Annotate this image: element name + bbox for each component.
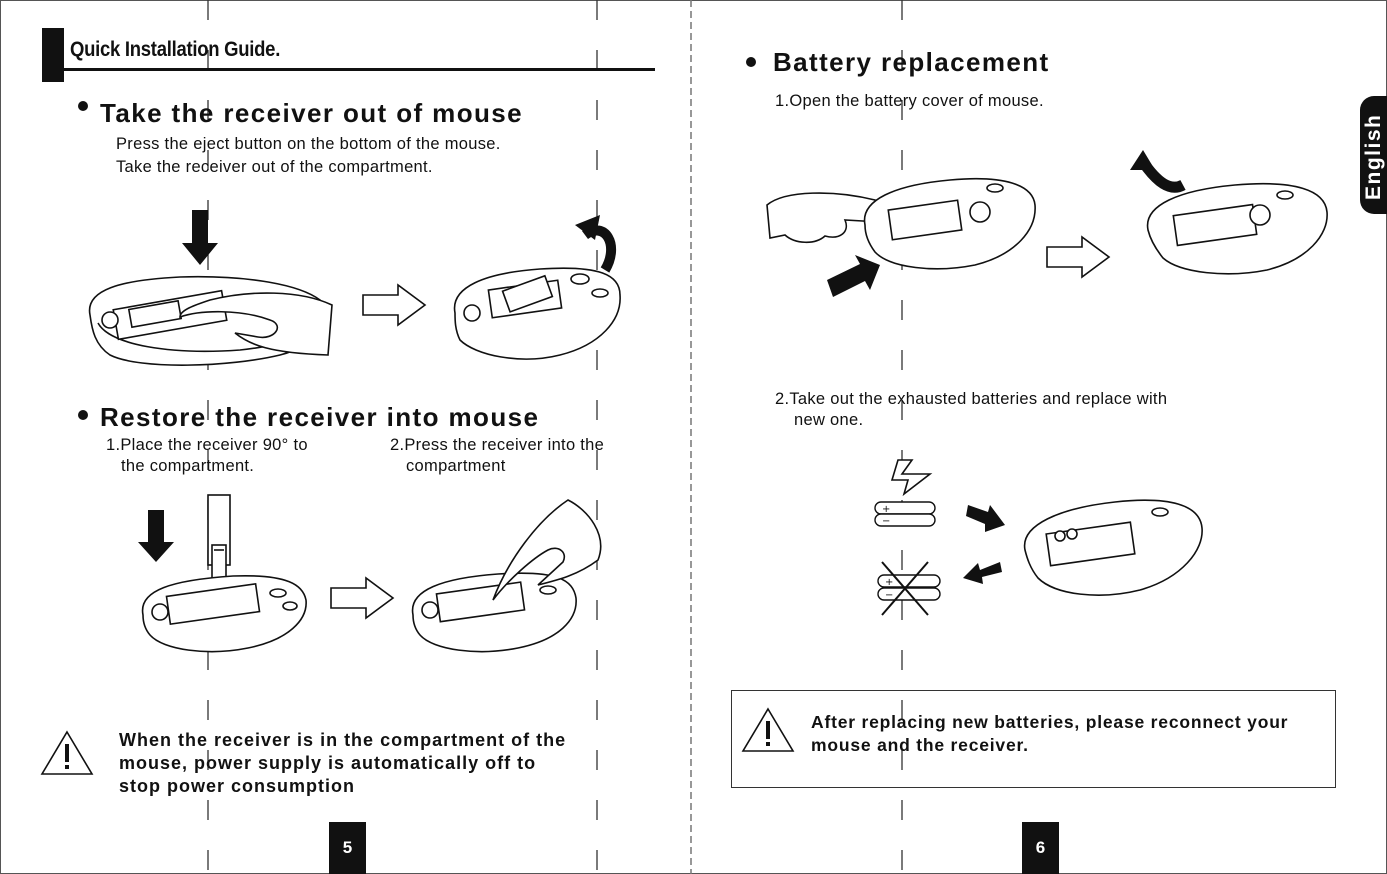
lightning-icon: [890, 459, 933, 497]
restore-step1-line2: the compartment.: [121, 457, 255, 475]
battery-icon: + −: [877, 574, 941, 601]
arrow-diagonal-icon: [827, 255, 880, 297]
caution-line1: After replacing new batteries, please re…: [811, 712, 1289, 732]
arrow-diagonal-icon: [963, 562, 1002, 584]
header-block: [42, 28, 64, 82]
section-heading-take-out: Take the receiver out of mouse: [100, 98, 523, 128]
arrow-right-outline-icon: [362, 283, 427, 327]
curved-arrow-icon: [1130, 150, 1186, 193]
caution-box: [731, 690, 1336, 788]
mouse-illustration: [141, 574, 307, 653]
battery-step2-line1: 2.Take out the exhausted batteries and r…: [775, 390, 1168, 408]
take-out-line1: Press the eject button on the bottom of …: [116, 135, 501, 153]
open-battery-cover-illustration: [766, 150, 1328, 297]
header-rule: [64, 68, 655, 71]
arrow-diagonal-icon: [966, 505, 1005, 532]
arrow-down-icon: [182, 210, 218, 265]
battery-step2-line2: new one.: [794, 411, 864, 429]
warning-line3: stop power consumption: [119, 776, 355, 796]
curved-arrow-icon: [575, 215, 617, 273]
svg-text:+: +: [885, 577, 893, 588]
hand-illustration: [492, 499, 602, 601]
bullet-icon: [78, 101, 88, 111]
mouse-illustration: [411, 572, 577, 653]
restore-step2-line1: 2.Press the receiver into the: [390, 436, 605, 454]
receiver-illustration: [207, 494, 231, 581]
language-tab-label: English: [1362, 113, 1385, 200]
arrow-down-icon: [138, 510, 174, 562]
arrow-right-outline-icon: [330, 576, 395, 620]
restore-step1-line1: 1.Place the receiver 90° to: [106, 436, 308, 454]
arrow-right-outline-icon: [1046, 235, 1111, 279]
section-heading-restore: Restore the receiver into mouse: [100, 402, 540, 432]
battery-step1: 1.Open the battery cover of mouse.: [775, 92, 1044, 110]
restore-receiver-illustration: [138, 494, 602, 653]
bullet-icon: [78, 410, 88, 420]
mouse-illustration: [1023, 499, 1203, 596]
section-heading-battery: Battery replacement: [773, 47, 1050, 77]
page-number-left: 5: [329, 822, 366, 874]
page-number-right: 6: [1022, 822, 1059, 874]
replace-batteries-illustration: + − + −: [874, 459, 1203, 616]
bullet-icon: [746, 57, 756, 67]
mouse-illustration: [453, 267, 621, 360]
take-out-line2: Take the receiver out of the compartment…: [116, 158, 433, 176]
language-tab: [1360, 96, 1387, 214]
mouse-illustration: [1146, 182, 1328, 275]
guide-title: Quick Installation Guide.: [70, 38, 281, 61]
battery-icon: + −: [874, 501, 936, 527]
cross-icon: [881, 561, 929, 616]
warning-triangle-icon: [40, 730, 94, 775]
mouse-illustration: [863, 177, 1036, 270]
warning-triangle-icon: [741, 707, 795, 752]
svg-text:−: −: [882, 516, 890, 527]
warning-line1: When the receiver is in the compartment …: [119, 730, 567, 750]
eject-receiver-illustration: [88, 210, 621, 366]
warning-line2: mouse, power supply is automatically off…: [119, 753, 537, 773]
svg-text:+: +: [882, 504, 890, 515]
svg-text:−: −: [885, 590, 893, 601]
hand-illustration: [179, 292, 333, 356]
restore-step2-line2: compartment: [406, 457, 506, 475]
caution-line2: mouse and the receiver.: [811, 735, 1029, 755]
